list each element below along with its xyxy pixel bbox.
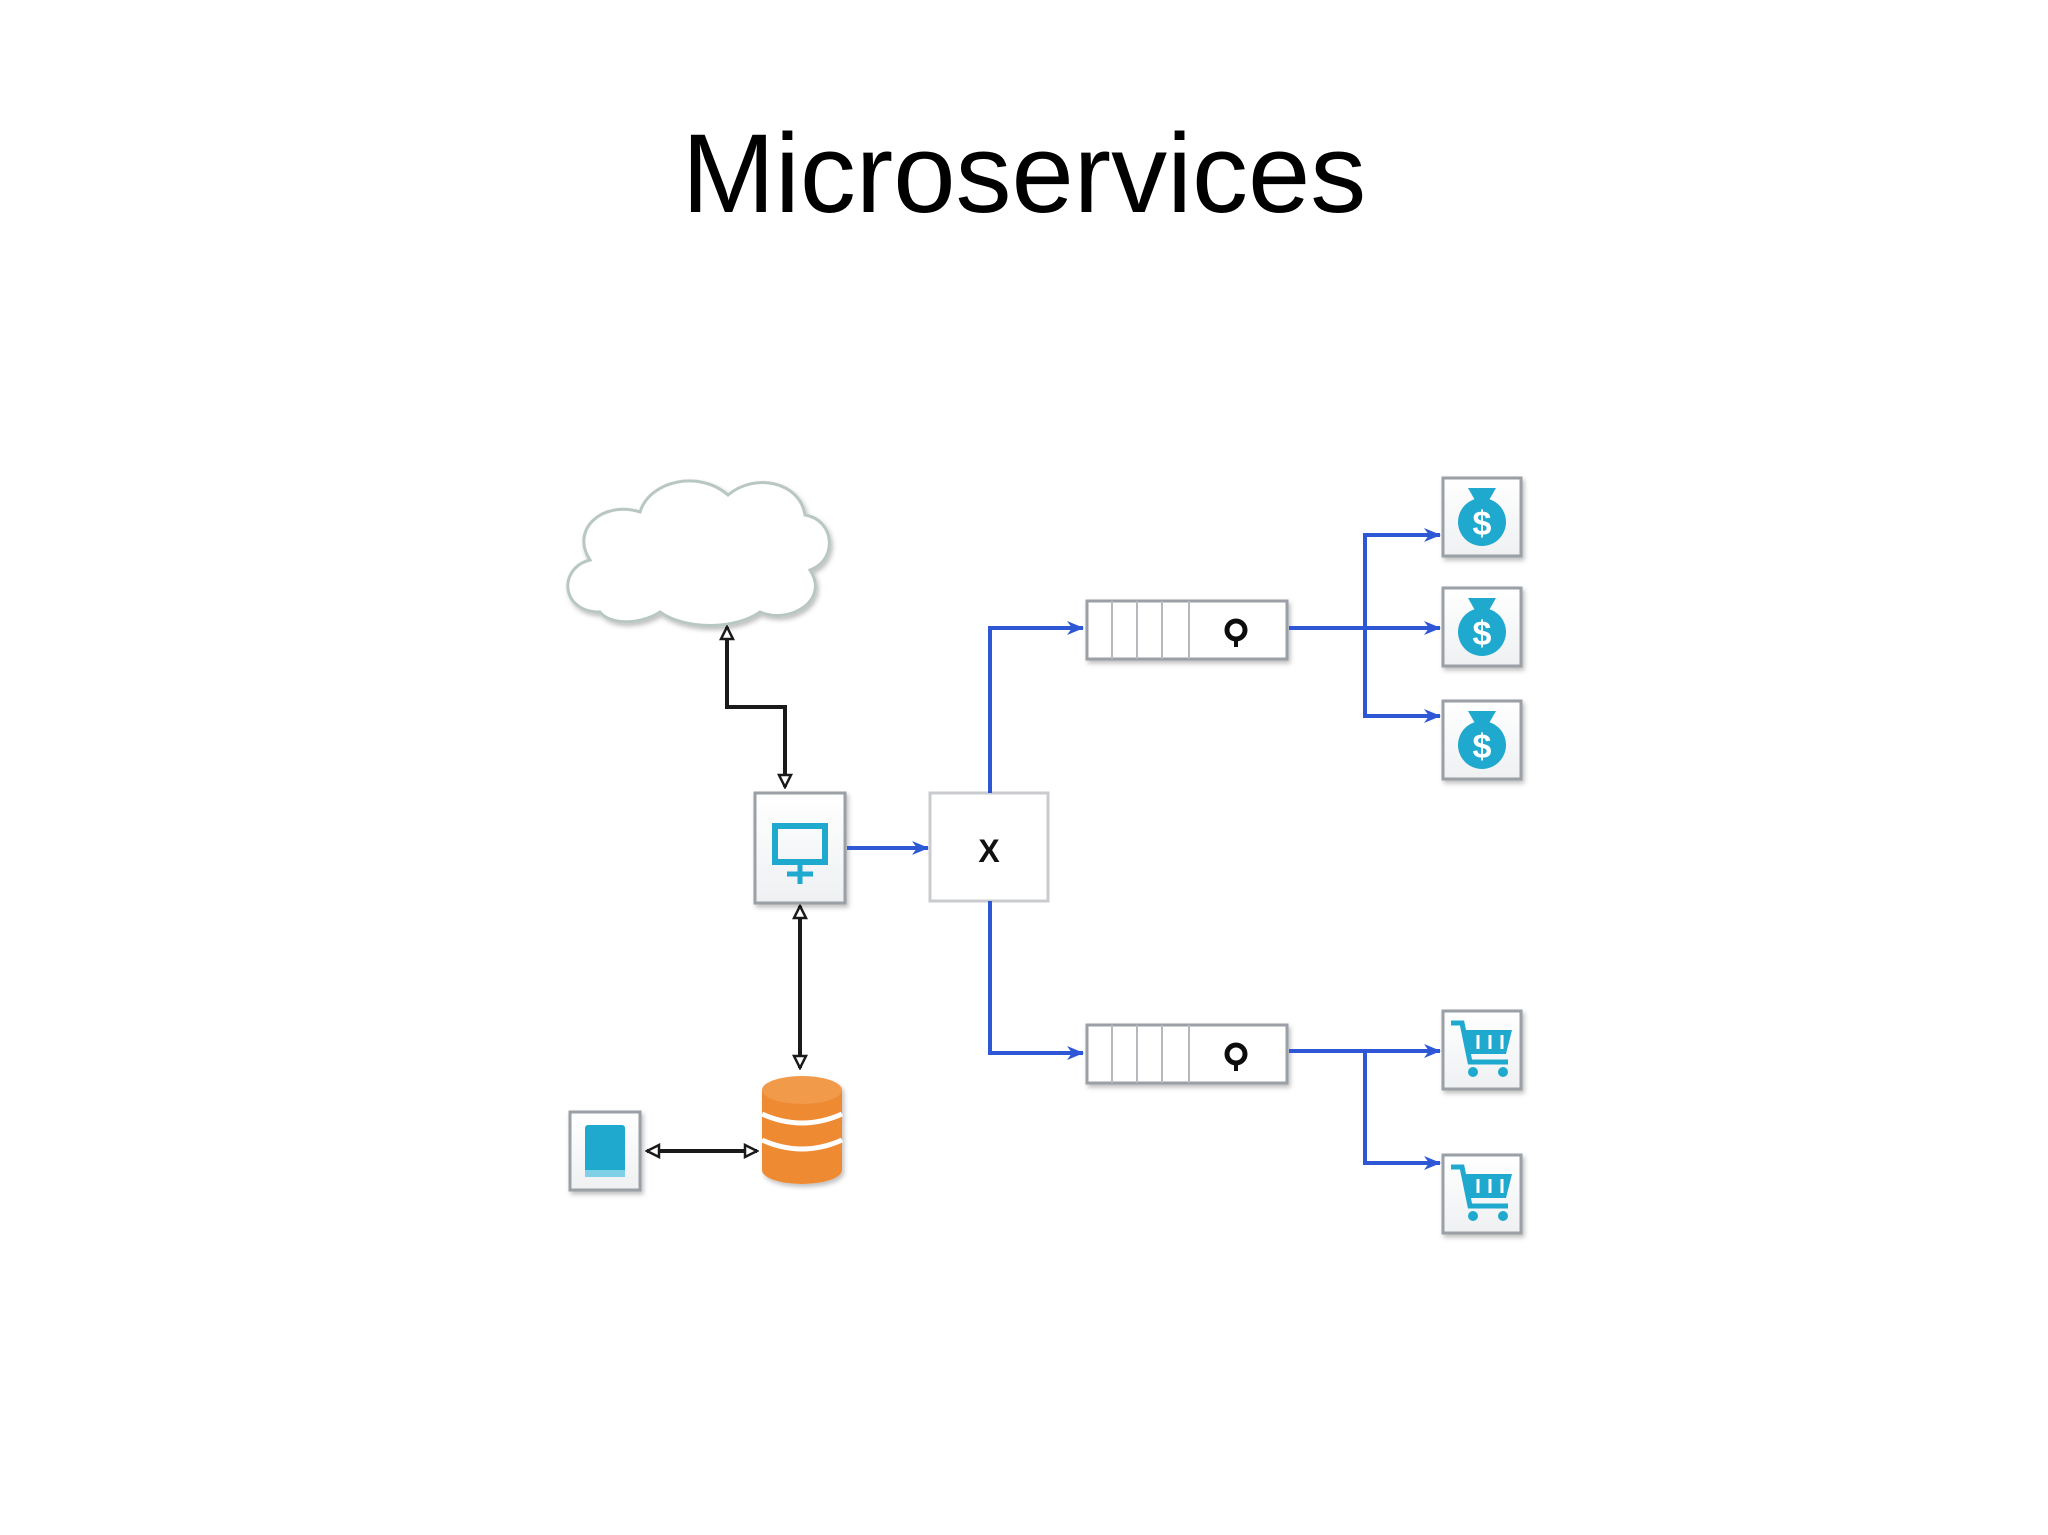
cloud-icon: [566, 479, 831, 627]
money-bag-icon: $: [1458, 711, 1506, 769]
shopping-cart-icon: [1451, 1164, 1512, 1221]
exchange-node: X: [928, 791, 1050, 903]
shopping-cart-icon: [1451, 1020, 1512, 1077]
payments-queue: [1085, 599, 1289, 661]
payment-service-3: $: [1441, 699, 1523, 781]
payment-service-2: $: [1441, 586, 1523, 668]
web-app-node: [753, 791, 847, 905]
database-icon: [760, 1076, 844, 1184]
book-icon: [585, 1125, 625, 1177]
cloud-web-connector: [727, 627, 785, 787]
slide-title: Microservices: [681, 111, 1367, 236]
cart-service-1: [1441, 1009, 1523, 1091]
money-bag-icon: $: [1458, 598, 1506, 656]
svg-text:$: $: [1473, 728, 1492, 766]
orders-queue: [1085, 1023, 1289, 1085]
svg-text:$: $: [1473, 615, 1492, 653]
payment-service-1: $: [1441, 476, 1523, 558]
svg-text:$: $: [1473, 505, 1492, 543]
message-queue-icon: [1224, 1042, 1248, 1071]
money-bag-icon: $: [1458, 488, 1506, 546]
cart-service-2: [1441, 1153, 1523, 1235]
presentation-screen-icon: [772, 823, 828, 884]
exchange-label: X: [978, 833, 1000, 869]
message-queue-icon: [1224, 618, 1248, 647]
reporting-node: [568, 1110, 642, 1192]
